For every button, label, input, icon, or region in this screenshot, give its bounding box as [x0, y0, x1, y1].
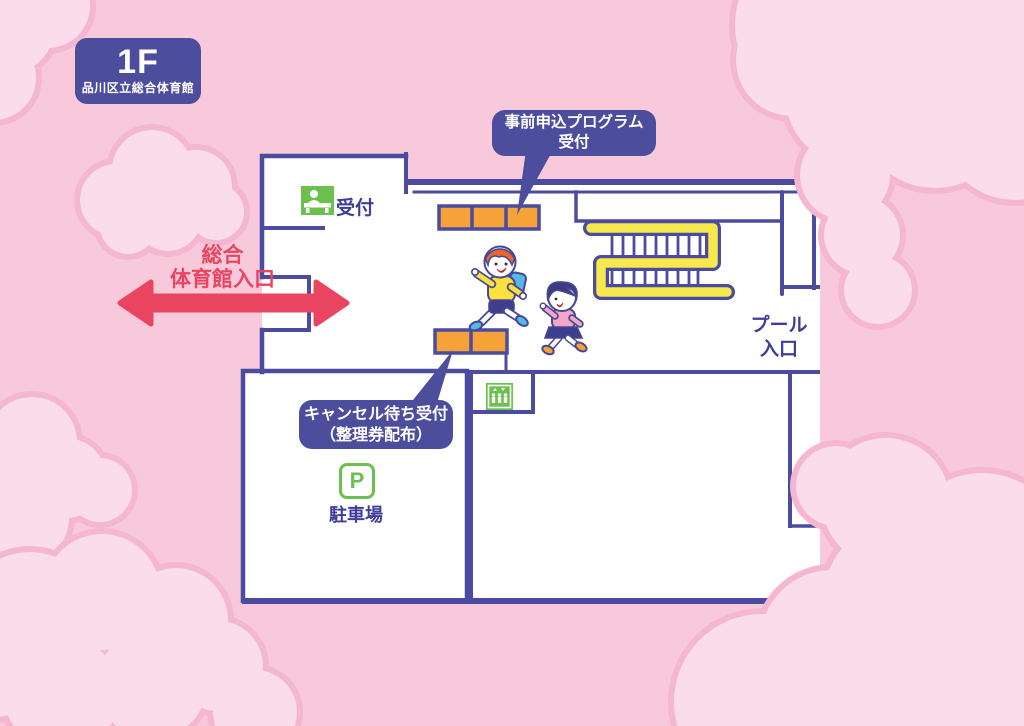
entrance-label: 総合 体育館入口	[140, 244, 305, 292]
elevator-icon	[486, 383, 513, 410]
facility-name: 品川区立総合体育館	[81, 81, 195, 95]
cancel-callout-line1: キャンセル待ち受付	[303, 405, 448, 423]
advance-callout-line2: 受付	[558, 134, 590, 151]
cancel-waiting-counter	[433, 328, 509, 355]
pool-entrance-label: プール 入口	[733, 314, 825, 362]
pool-label-line2: 入口	[759, 339, 798, 360]
cancel-callout-line2: （整理券配布）	[319, 426, 432, 444]
advance-callout-line1: 事前申込プログラム	[504, 114, 644, 131]
cancel-waiting-callout: キャンセル待ち受付 （整理券配布）	[299, 400, 453, 449]
reception-desk-icon	[301, 186, 334, 215]
pool-label-line1: プール	[750, 315, 808, 336]
entrance-label-line1: 総合	[201, 244, 244, 267]
advance-program-callout: 事前申込プログラム 受付	[492, 110, 656, 156]
callout-tails	[409, 150, 553, 405]
parking-p-icon: P	[339, 463, 375, 499]
entrance-arrow-icon	[117, 279, 350, 327]
advance-program-counter	[437, 204, 541, 231]
reception-label: 受付	[336, 198, 375, 219]
stairs-icon	[583, 220, 735, 300]
floor-badge: 1F 品川区立総合体育館	[75, 38, 201, 104]
floor-number: 1F	[117, 43, 159, 81]
running-children-illustration	[468, 245, 588, 356]
parking-label: 駐車場	[329, 505, 383, 525]
entrance-label-line2: 体育館入口	[170, 268, 275, 291]
